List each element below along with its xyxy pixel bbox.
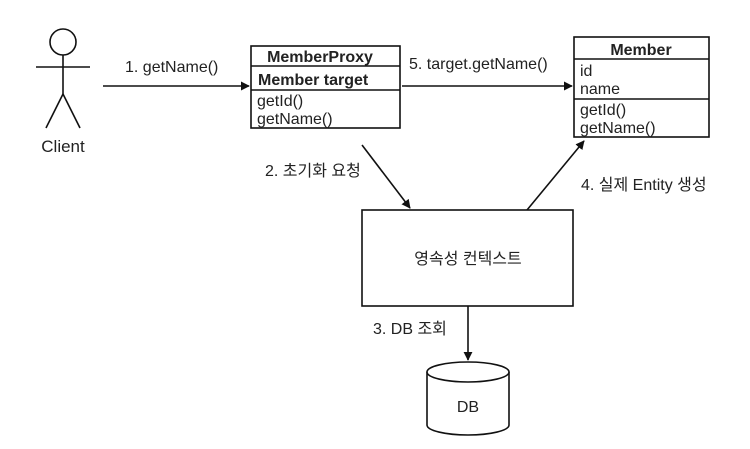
- actor-head: [49, 28, 77, 56]
- member-method-getid: getId(): [580, 102, 626, 119]
- context-box: [361, 209, 574, 307]
- step-2-label: 2. 초기화 요청: [265, 162, 361, 180]
- step-3-label: 3. DB 조회: [373, 320, 447, 338]
- member-proxy-class: MemberProxy Member target getId() getNam…: [250, 45, 401, 129]
- member-box: [573, 36, 710, 138]
- actor-right-leg: [62, 93, 81, 129]
- arrow-4-create-entity: [526, 140, 585, 211]
- proxy-box: [250, 45, 401, 129]
- client-actor: Client: [36, 28, 90, 156]
- actor-label: Client: [41, 137, 85, 156]
- step-4-label: 4. 실제 Entity 생성: [581, 176, 707, 194]
- proxy-field: Member target: [258, 72, 369, 89]
- member-field-name: name: [580, 81, 620, 98]
- db-body: [426, 372, 510, 436]
- step-1-label: 1. getName(): [125, 59, 218, 76]
- database-cylinder: DB: [426, 361, 510, 436]
- member-method-getname: getName(): [580, 120, 656, 137]
- actor-left-leg: [45, 93, 64, 129]
- step-5-label: 5. target.getName(): [409, 56, 548, 73]
- member-title: Member: [610, 42, 671, 59]
- member-class: Member id name getId() getName(): [573, 36, 710, 138]
- context-label: 영속성 컨텍스트: [414, 250, 522, 268]
- proxy-title: MemberProxy: [267, 49, 373, 66]
- db-top: [426, 361, 510, 383]
- arrow-2-init-request: [361, 144, 411, 209]
- member-field-id: id: [580, 63, 592, 80]
- persistence-context: 영속성 컨텍스트: [361, 209, 574, 307]
- db-label: DB: [457, 399, 479, 416]
- proxy-method-getid: getId(): [257, 93, 303, 110]
- proxy-method-getname: getName(): [257, 111, 333, 128]
